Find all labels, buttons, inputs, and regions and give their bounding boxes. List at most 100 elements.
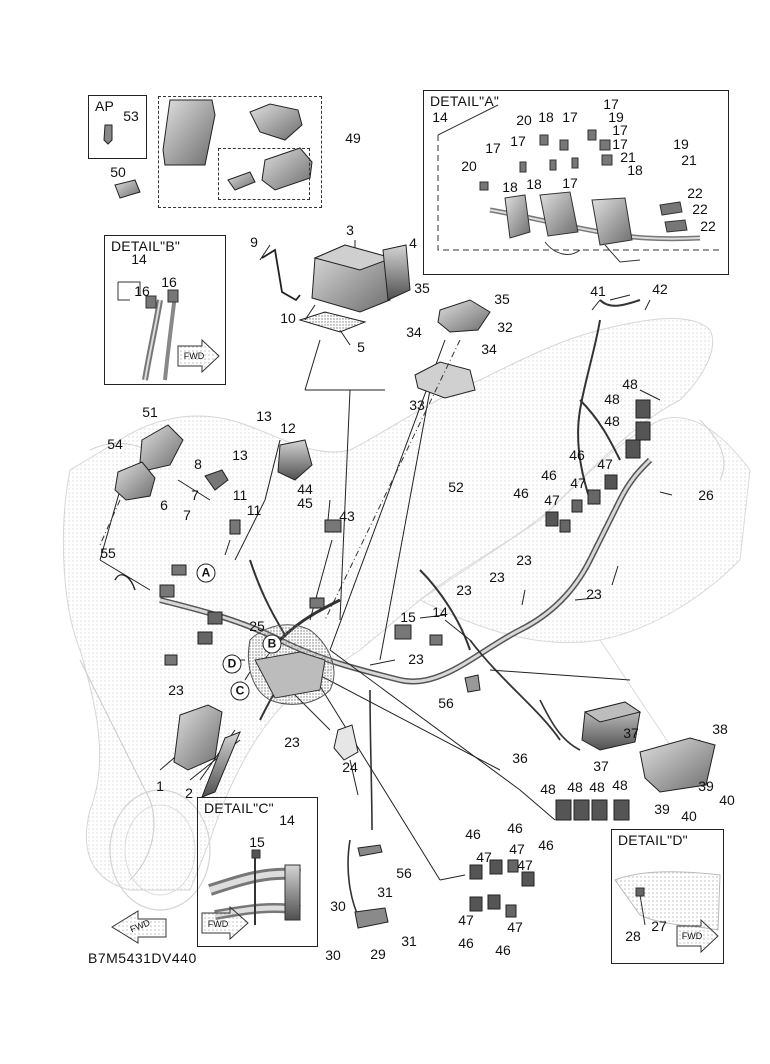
callout-23e: 23	[489, 569, 505, 585]
callout-17e: 17	[485, 140, 501, 156]
callout-31b: 31	[401, 933, 417, 949]
callout-48a: 48	[622, 376, 638, 392]
fwd-label-detail-b: FWD	[183, 351, 205, 361]
callout-17f: 17	[510, 133, 526, 149]
callout-47g: 47	[458, 912, 474, 928]
part-49-subset-box	[218, 148, 310, 200]
callout-35a: 35	[414, 280, 430, 296]
fwd-arrow-detail-c	[201, 905, 249, 940]
callout-1: 1	[156, 778, 164, 794]
callout-21a: 21	[620, 149, 636, 165]
detail-c-box: DETAIL"C"	[197, 797, 318, 947]
callout-23g: 23	[586, 586, 602, 602]
ref-circle-b: B	[262, 634, 282, 654]
callout-21b: 21	[681, 152, 697, 168]
callout-17g: 17	[562, 175, 578, 191]
callout-14c: 14	[432, 604, 448, 620]
callout-48b: 48	[604, 391, 620, 407]
callout-39a: 39	[654, 801, 670, 817]
callout-52: 52	[448, 479, 464, 495]
callout-46e: 46	[507, 820, 523, 836]
callout-35b: 35	[494, 291, 510, 307]
callout-40a: 40	[681, 808, 697, 824]
callout-37a: 37	[593, 758, 609, 774]
detail-b-box: DETAIL"B"	[104, 235, 226, 385]
detail-ap-box: AP	[88, 95, 147, 159]
fwd-arrow-detail-b	[177, 338, 220, 373]
callout-28: 28	[625, 928, 641, 944]
callout-19a: 19	[608, 109, 624, 125]
callout-27: 27	[651, 918, 667, 934]
callout-54: 54	[107, 436, 123, 452]
callout-51: 51	[142, 404, 158, 420]
callout-46b: 46	[541, 467, 557, 483]
callout-26: 26	[698, 487, 714, 503]
callout-31a: 31	[377, 884, 393, 900]
callout-17a: 17	[562, 109, 578, 125]
callout-45: 45	[297, 495, 313, 511]
ref-circle-c: C	[230, 681, 250, 701]
callout-22a: 22	[687, 185, 703, 201]
callout-47e: 47	[509, 841, 525, 857]
callout-34b: 34	[481, 341, 497, 357]
callout-20b: 20	[461, 158, 477, 174]
callout-47d: 47	[476, 849, 492, 865]
callout-23f: 23	[516, 552, 532, 568]
callout-11a: 11	[232, 487, 248, 503]
callout-38: 38	[712, 721, 728, 737]
callout-13b: 13	[232, 447, 248, 463]
callout-16b: 16	[161, 274, 177, 290]
callout-4: 4	[409, 235, 417, 251]
detail-d-box: DETAIL"D"	[611, 829, 724, 964]
callout-23b: 23	[284, 734, 300, 750]
callout-15b: 15	[249, 834, 265, 850]
callout-22b: 22	[692, 201, 708, 217]
fwd-label-detail-d: FWD	[681, 931, 703, 941]
detail-ap-title: AP	[95, 98, 115, 114]
callout-14b: 14	[131, 251, 147, 267]
callout-56b: 56	[396, 865, 412, 881]
detail-b-drawing	[117, 281, 179, 381]
callout-48c: 48	[604, 413, 620, 429]
callout-44: 44	[297, 481, 313, 497]
callout-17c: 17	[612, 122, 628, 138]
callout-47c: 47	[544, 492, 560, 508]
callout-46c: 46	[513, 485, 529, 501]
detail-a-box: DETAIL"A"	[423, 90, 729, 275]
callout-40b: 40	[719, 792, 735, 808]
callout-46d: 46	[465, 826, 481, 842]
callout-42: 42	[652, 281, 668, 297]
detail-a-drawing	[437, 104, 722, 263]
callout-15a: 15	[400, 609, 416, 625]
fwd-label-detail-c: FWD	[207, 919, 229, 929]
detail-d-drawing	[614, 871, 721, 931]
callout-48g: 48	[612, 777, 628, 793]
callout-9: 9	[250, 234, 258, 250]
callout-24: 24	[342, 759, 358, 775]
callout-53: 53	[123, 108, 139, 124]
callout-23c: 23	[408, 651, 424, 667]
detail-b-title: DETAIL"B"	[111, 238, 181, 254]
detail-a-title: DETAIL"A"	[430, 93, 500, 109]
callout-46a: 46	[569, 447, 585, 463]
callout-46g: 46	[458, 935, 474, 951]
callout-34a: 34	[406, 324, 422, 340]
callout-32: 32	[497, 319, 513, 335]
callout-48d: 48	[540, 781, 556, 797]
callout-48e: 48	[567, 779, 583, 795]
callout-43: 43	[339, 508, 355, 524]
callout-18c: 18	[526, 176, 542, 192]
callout-20a: 20	[516, 112, 532, 128]
detail-d-title: DETAIL"D"	[618, 832, 688, 848]
callout-48f: 48	[589, 779, 605, 795]
callout-25: 25	[249, 618, 265, 634]
callout-50: 50	[110, 164, 126, 180]
ref-circle-d: D	[222, 654, 242, 674]
callout-18a: 18	[538, 109, 554, 125]
callout-33: 33	[409, 397, 425, 413]
detail-c-title: DETAIL"C"	[204, 800, 274, 816]
callout-23a: 23	[168, 682, 184, 698]
callout-41: 41	[590, 283, 606, 299]
callout-3: 3	[346, 222, 354, 238]
